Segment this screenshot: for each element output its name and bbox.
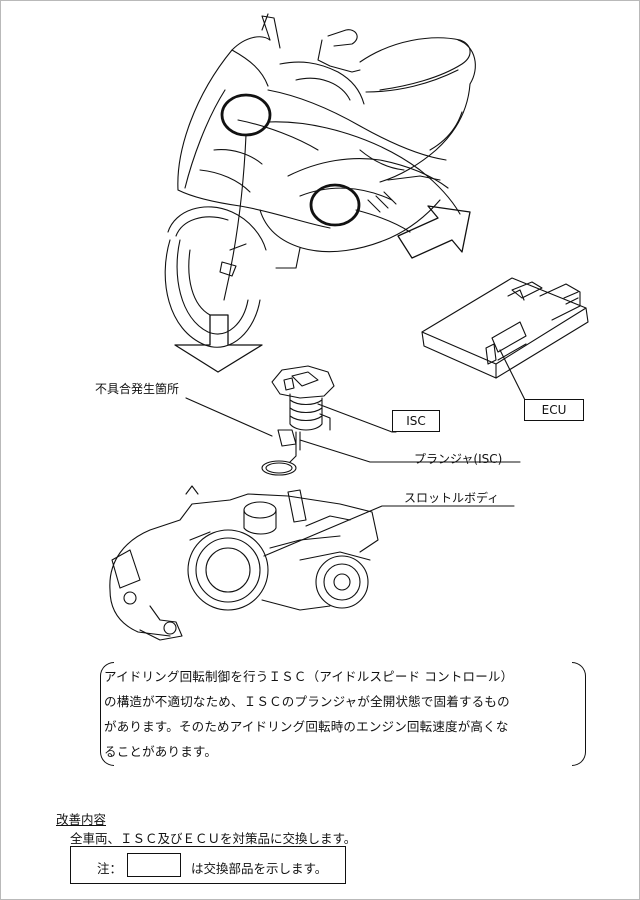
defect-description: アイドリング回転制御を行うＩＳＣ（アイドルスピード コントロール） の構造が不適… [104, 664, 580, 764]
description-line: アイドリング回転制御を行うＩＳＣ（アイドルスピード コントロール） [104, 669, 514, 684]
improvement-text: 全車両、ＩＳＣ及びＥＣＵを対策品に交換します。 [70, 831, 357, 846]
description-line: の構造が不適切なため、ＩＳＣのプランジャが全開状態で固着するもの [104, 694, 510, 709]
plunger-label: プランジャ(ISC) [414, 452, 503, 466]
isc-drawing [185, 365, 521, 476]
note-suffix: は交換部品を示します。 [191, 861, 328, 876]
isc-label-box: ISC [392, 410, 440, 432]
defect-location-label: 不具合発生箇所 [95, 382, 180, 396]
improvement-title: 改善内容 [56, 812, 107, 827]
ecu-drawing [421, 277, 589, 403]
throttle-body-drawing [109, 485, 515, 641]
replacement-note: 注： は交換部品を示します。 [70, 846, 346, 884]
description-line: ることがあります。 [104, 744, 218, 759]
note-prefix: 注： [97, 861, 123, 876]
description-line: があります。そのためアイドリング回転時のエンジン回転速度が高くな [104, 719, 509, 734]
replacement-part-swatch [127, 853, 181, 877]
ecu-label-box: ECU [524, 399, 584, 421]
scooter-drawing [164, 13, 476, 373]
throttle-body-label: スロットルボディ [404, 491, 500, 505]
